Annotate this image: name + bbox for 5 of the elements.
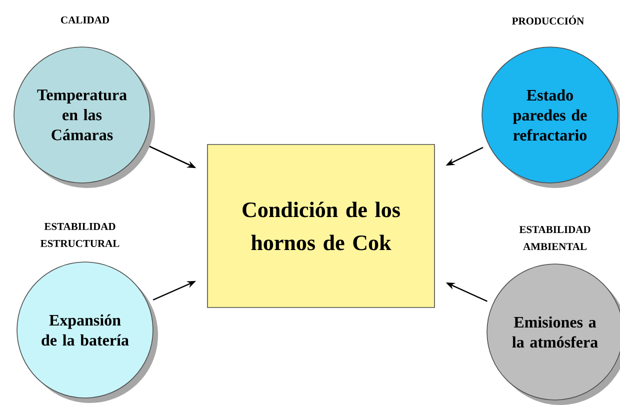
topic-heading: CALIDAD bbox=[61, 16, 109, 24]
topic-heading: ESTABILIDAD AMBIENTAL bbox=[519, 226, 590, 250]
center-box: Condición de los hornos de Cok bbox=[207, 144, 435, 308]
topic-heading: ESTABILIDAD ESTRUCTURAL bbox=[40, 222, 120, 248]
topic-heading: PRODUCCIÓN bbox=[512, 15, 584, 25]
